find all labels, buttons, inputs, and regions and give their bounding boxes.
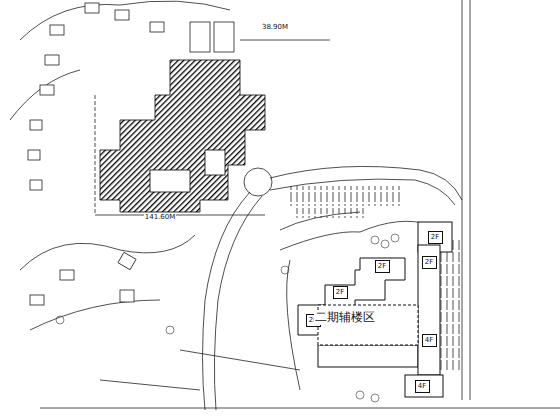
floor-label: 2F [378,263,386,270]
building-tag: 4F [415,380,430,393]
building-tag: 2F [375,260,390,273]
dimension-label: 141.60M [144,214,177,222]
floor-label: 4F [425,337,433,344]
building-tag: 2F [333,286,348,299]
building-tag: 2F [422,256,437,269]
dimension-label: 38.90M [261,24,289,32]
floor-label: 2F [336,289,344,296]
zone-label: 二期辅楼区 [314,311,376,324]
floor-label: 2F [431,234,439,241]
floor-label: 2F [425,259,433,266]
building-tag: 2F [428,231,443,244]
building-tag: 4F [422,334,437,347]
floor-label: 4F [418,383,426,390]
